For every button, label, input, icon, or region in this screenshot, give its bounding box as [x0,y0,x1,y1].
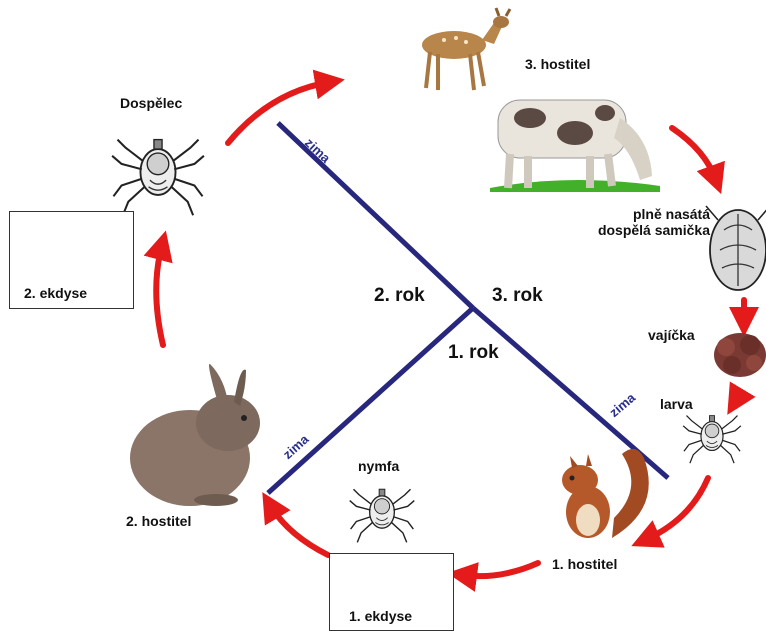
larva-label: larva [660,396,693,412]
adult-label: Dospělec [120,95,182,111]
arrow-eggs-to-larva [735,392,741,402]
molt1-label: 1. ekdyse [349,608,412,624]
year-label-3: 3. rok [492,285,543,307]
larva-tick-image [683,416,741,464]
arrow-host2-to-adult [156,245,163,345]
molt2-label: 2. ekdyse [24,285,87,301]
eggs-label: vajíčka [648,327,695,343]
eggs-image [714,333,766,377]
host1-label: 1. hostitel [552,556,617,572]
adult-tick-image [112,140,204,216]
host3-label: 3. hostitel [525,56,590,72]
nymph-label: nymfa [358,458,399,474]
rabbit-image [130,364,260,506]
engorged-female-label-line1: plně nasátá [580,206,710,222]
arrow-larva-to-host1 [645,478,708,540]
arrow-adult-to-host3 [228,82,330,143]
engorged-female-label: plně nasátá dospělá samička [580,206,710,238]
deer-image [422,8,510,90]
year-label-2: 2. rok [374,285,425,307]
squirrel-image [562,449,649,538]
host2-label: 2. hostitel [126,513,191,529]
arrow-host1-to-molt1 [462,563,538,576]
arrow-molt1-to-host2 [270,505,328,555]
engorged-female-label-line2: dospělá samička [580,222,710,238]
arrow-host3-to-female [672,128,716,180]
engorged-female-tick-image [706,206,766,290]
nymph-tick-image [350,489,415,542]
year-label-1: 1. rok [448,342,499,364]
cow-image [490,100,660,192]
